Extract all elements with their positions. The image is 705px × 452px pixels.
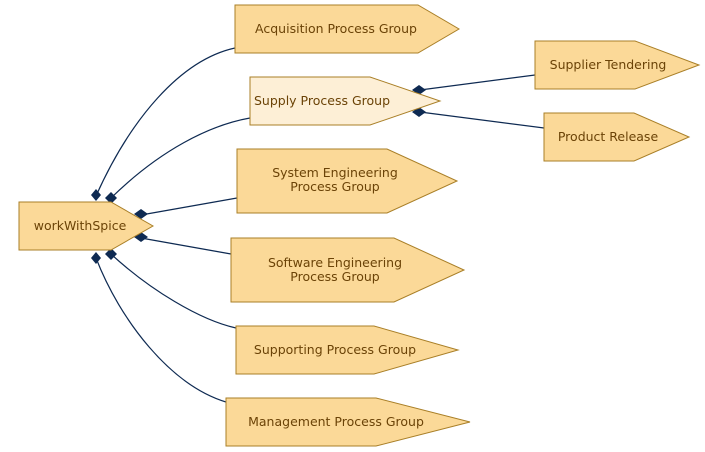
edge-root-supply <box>110 117 251 199</box>
node-shape <box>230 237 466 303</box>
node-management-process-group[interactable]: Management Process Group <box>225 397 471 447</box>
node-label: Management Process Group <box>248 414 424 429</box>
node-supply-process-group[interactable]: Supply Process Group <box>249 76 442 126</box>
aggregation-diamond <box>134 209 148 219</box>
node-label: Product Release <box>558 129 659 144</box>
aggregation-diamond <box>91 189 101 201</box>
edge-supply-product-release <box>419 111 545 129</box>
node-shape <box>18 201 155 251</box>
node-shape <box>225 397 471 447</box>
aggregation-diamond <box>105 192 117 204</box>
node-label: Supporting Process Group <box>254 342 416 357</box>
node-shape <box>234 4 460 54</box>
node-acquisition-process-group[interactable]: Acquisition Process Group <box>234 4 460 54</box>
edges <box>91 47 545 403</box>
aggregation-diamond <box>91 252 101 264</box>
node-label: Supply Process Group <box>254 93 390 108</box>
node-supporting-process-group[interactable]: Supporting Process Group <box>235 325 460 375</box>
nodes: workWithSpice Acquisition Process Group … <box>18 4 701 447</box>
node-shape <box>236 148 459 214</box>
node-supplier-tendering[interactable]: Supplier Tendering <box>534 40 701 90</box>
node-label: Acquisition Process Group <box>255 21 417 36</box>
node-shape <box>534 40 701 90</box>
node-workwithspice[interactable]: workWithSpice <box>18 201 155 251</box>
edge-root-acquisition <box>95 47 236 197</box>
node-label: Supplier Tendering <box>550 57 667 72</box>
edge-root-management <box>95 257 227 403</box>
edge-root-system-engineering <box>140 197 238 216</box>
aggregation-diamond <box>105 248 117 260</box>
node-label: workWithSpice <box>34 218 127 233</box>
edge-root-supporting <box>110 253 237 329</box>
edge-supply-supplier-tendering <box>419 74 536 91</box>
node-shape <box>543 112 691 162</box>
node-shape <box>235 325 460 375</box>
node-product-release[interactable]: Product Release <box>543 112 691 162</box>
node-shape <box>249 76 442 126</box>
edge-root-software-engineering <box>140 237 232 255</box>
